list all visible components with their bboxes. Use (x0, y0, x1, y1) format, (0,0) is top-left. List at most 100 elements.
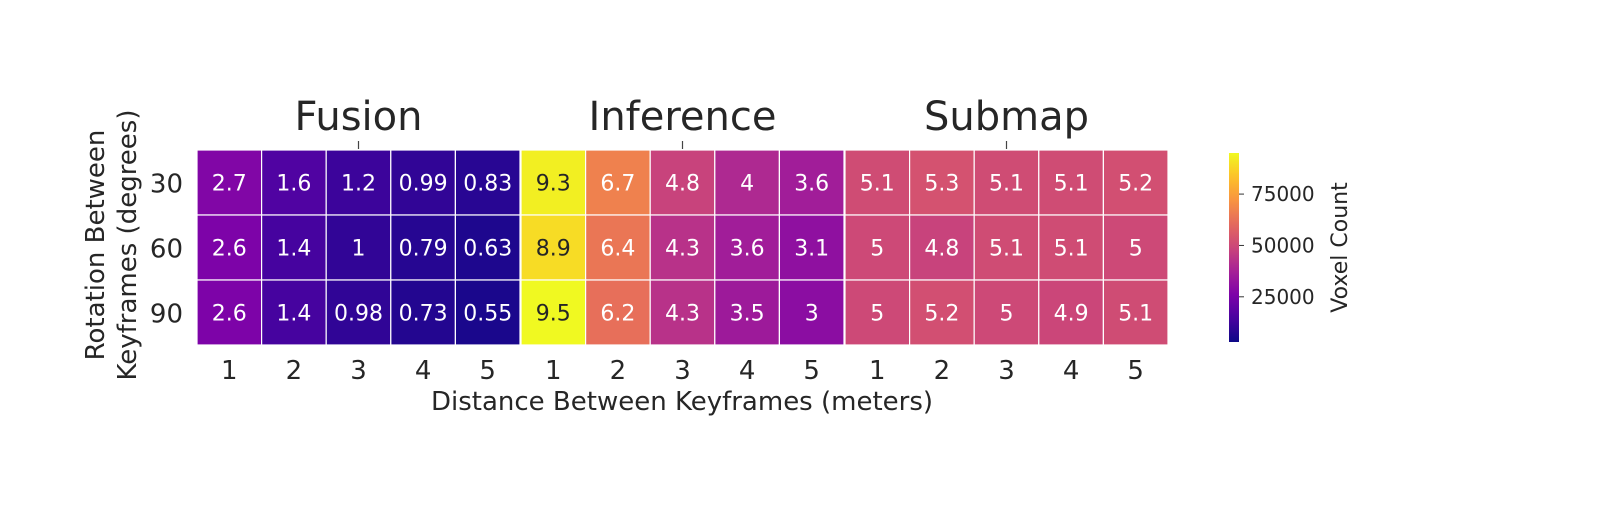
y-axis-title-line: Keyframes (degrees) (113, 110, 143, 381)
cell-value-label: 0.83 (463, 172, 512, 197)
y-tick-label: 90 (150, 300, 183, 330)
heatmap-cell (196, 279, 263, 346)
heatmap-cell (1038, 214, 1105, 281)
x-tick-label: 5 (479, 356, 496, 386)
cell-value-label: 3 (805, 302, 819, 327)
heatmap-cell (844, 149, 911, 216)
heatmap-cell (520, 214, 587, 281)
cell-value-label: 8.9 (536, 237, 571, 262)
cell-value-label: 6.7 (600, 172, 635, 197)
x-tick-label: 3 (674, 356, 691, 386)
cell-value-label: 5.1 (989, 172, 1024, 197)
heatmap-cell (973, 279, 1040, 346)
cell-value-label: 4.3 (665, 302, 700, 327)
heatmap-cell (714, 214, 780, 281)
heatmap-cell (1102, 279, 1169, 346)
cell-value-label: 0.73 (399, 302, 448, 327)
y-axis-title-line: Rotation Between (81, 130, 111, 361)
cell-value-label: 9.5 (536, 302, 571, 327)
heatmap-cell (1038, 279, 1105, 346)
heatmap-cell (778, 279, 845, 346)
y-axis-labels: 30 60 90 (150, 170, 183, 330)
heatmap-cell (520, 279, 587, 346)
x-axis-label: Distance Between Keyframes (meters) (431, 387, 933, 417)
colorbar-tick-label: 50000 (1251, 233, 1315, 257)
cell-value-label: 1.6 (276, 172, 311, 197)
cell-value-label: 5.2 (1118, 172, 1153, 197)
cell-value-label: 5.1 (1054, 172, 1089, 197)
cell-value-label: 0.63 (463, 237, 512, 262)
y-tick-label: 60 (150, 235, 183, 265)
cell-value-label: 1.4 (276, 237, 311, 262)
cell-value-label: 5.1 (1054, 237, 1089, 262)
x-tick-label: 4 (1063, 356, 1080, 386)
heatmap-cell (778, 149, 845, 216)
x-tick-label: 3 (350, 356, 367, 386)
heatmap-cell (454, 149, 521, 216)
panel-title: Inference (589, 94, 777, 140)
x-tick-label: 2 (610, 356, 627, 386)
x-tick-label: 3 (998, 356, 1015, 386)
x-tick-label: 2 (934, 356, 951, 386)
heatmap-cell (325, 279, 392, 346)
panel-title: Submap (924, 94, 1089, 140)
cell-value-label: 4 (740, 172, 754, 197)
cell-value-label: 5 (870, 237, 884, 262)
cell-value-label: 3.5 (730, 302, 765, 327)
y-axis-title: Rotation BetweenKeyframes (degrees) (81, 110, 143, 381)
heatmap-cell (973, 214, 1040, 281)
cell-value-label: 5 (1129, 237, 1143, 262)
heatmap-cell (261, 149, 327, 216)
cell-value-label: 0.98 (334, 302, 383, 327)
y-tick-label: 30 (150, 170, 183, 200)
y-axis-label: Rotation BetweenKeyframes (degrees) (81, 110, 143, 381)
cell-value-label: 2.6 (212, 302, 247, 327)
cell-value-label: 4.9 (1054, 302, 1089, 327)
x-tick-label: 5 (803, 356, 820, 386)
x-tick-label: 1 (869, 356, 886, 386)
cell-value-label: 4.3 (665, 237, 700, 262)
cell-value-label: 5.1 (860, 172, 895, 197)
cell-value-label: 3.6 (794, 172, 829, 197)
cell-value-label: 9.3 (536, 172, 571, 197)
cell-value-label: 5.2 (924, 302, 959, 327)
heatmap-cell (196, 214, 263, 281)
panel-title: Fusion (295, 94, 423, 140)
x-tick-label: 2 (286, 356, 303, 386)
cell-value-label: 0.99 (399, 172, 448, 197)
cell-value-label: 0.55 (463, 302, 512, 327)
cell-value-label: 5 (1000, 302, 1014, 327)
colorbar-label: Voxel Count (1328, 182, 1353, 313)
cell-value-label: 0.79 (399, 237, 448, 262)
cell-value-label: 5 (870, 302, 884, 327)
cell-value-label: 3.1 (794, 237, 829, 262)
heatmap-cell (649, 149, 716, 216)
heatmap-cell (454, 279, 521, 346)
cell-value-label: 3.6 (730, 237, 765, 262)
heatmap-cell (584, 279, 651, 346)
cell-value-label: 6.2 (600, 302, 635, 327)
heatmap-cell (778, 214, 845, 281)
cell-value-label: 4.8 (924, 237, 959, 262)
x-tick-label: 1 (545, 356, 562, 386)
x-tick-label: 1 (221, 356, 238, 386)
cell-value-label: 5.1 (989, 237, 1024, 262)
cell-value-label: 1.2 (341, 172, 376, 197)
colorbar: 25000 50000 75000 Voxel Count (1229, 153, 1353, 342)
colorbar-tick-label: 75000 (1251, 182, 1315, 206)
x-tick-label: 4 (739, 356, 756, 386)
heatmap-cell (584, 149, 651, 216)
cell-value-label: 2.6 (212, 237, 247, 262)
heatmap-cell (390, 279, 456, 346)
heatmap-cell (649, 214, 716, 281)
colorbar-tick-label: 25000 (1251, 285, 1315, 309)
cell-value-label: 6.4 (600, 237, 635, 262)
heatmap-cell (1102, 214, 1169, 281)
heatmap-cell (844, 279, 911, 346)
x-tick-label: 4 (415, 356, 432, 386)
